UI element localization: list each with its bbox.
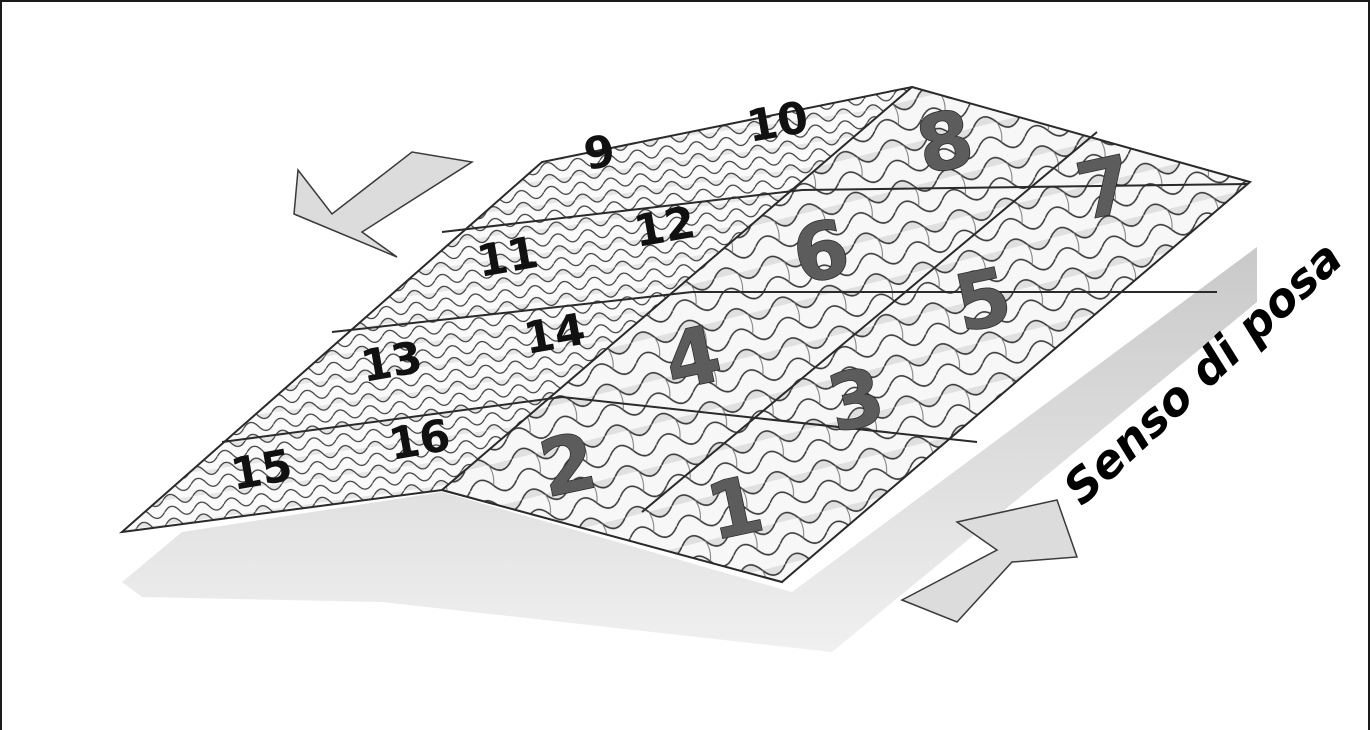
- sheet-label-14: 14: [520, 304, 589, 365]
- sheet-label-16: 16: [385, 410, 454, 471]
- sheet-label-12: 12: [630, 197, 699, 258]
- sheet-label-15: 15: [227, 440, 296, 501]
- arrow-down-left-icon: [294, 152, 472, 257]
- sheet-label-11: 11: [473, 227, 542, 288]
- sheet-label-13: 13: [357, 332, 426, 393]
- sheet-label-10: 10: [743, 92, 812, 153]
